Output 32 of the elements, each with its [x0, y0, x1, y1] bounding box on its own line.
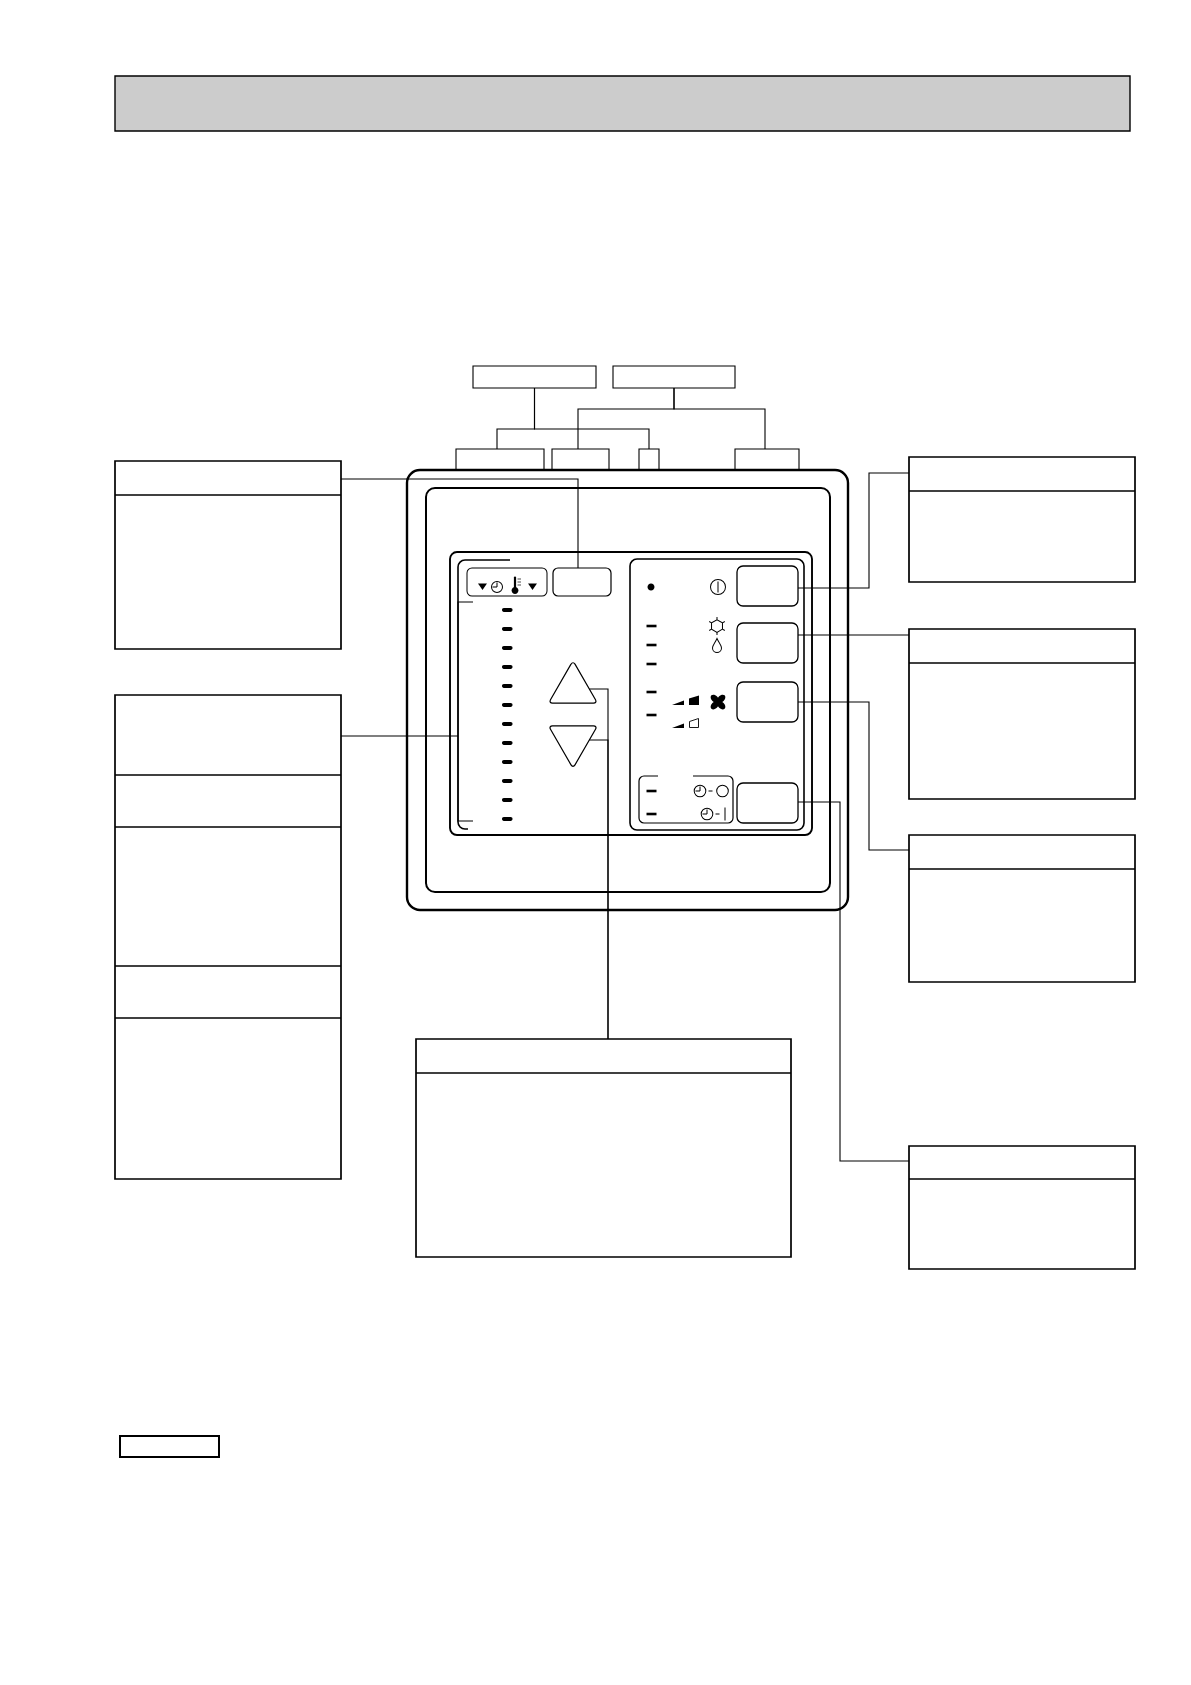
leader-line — [797, 801, 910, 1162]
leader-line — [340, 478, 579, 569]
leader-line — [533, 387, 650, 450]
leader-line — [797, 634, 910, 636]
top-button — [638, 448, 660, 471]
leader-line — [797, 472, 910, 589]
title-bar — [114, 75, 1131, 132]
blank-box — [119, 1435, 220, 1458]
bracket — [457, 601, 474, 822]
callout-box — [908, 456, 1136, 583]
leader-line — [673, 387, 766, 450]
callout-box — [612, 365, 736, 389]
push-button — [736, 565, 799, 607]
top-button — [734, 448, 800, 471]
push-button — [736, 622, 799, 664]
triangle-button — [549, 725, 597, 767]
callout-box — [472, 365, 597, 389]
top-button — [551, 448, 610, 471]
callout-box — [415, 1038, 792, 1258]
leader-line — [340, 735, 459, 737]
callout-box — [114, 460, 342, 650]
push-button — [736, 681, 799, 723]
callout-box — [908, 834, 1136, 983]
push-button — [736, 782, 799, 824]
top-button — [455, 448, 545, 471]
display-window — [552, 567, 612, 597]
callout-box — [908, 1145, 1136, 1270]
leader-line — [797, 701, 910, 851]
callout-box — [114, 694, 342, 1180]
callout-box — [908, 628, 1136, 800]
triangle-button — [549, 662, 597, 704]
remote-controller — [405, 468, 850, 912]
